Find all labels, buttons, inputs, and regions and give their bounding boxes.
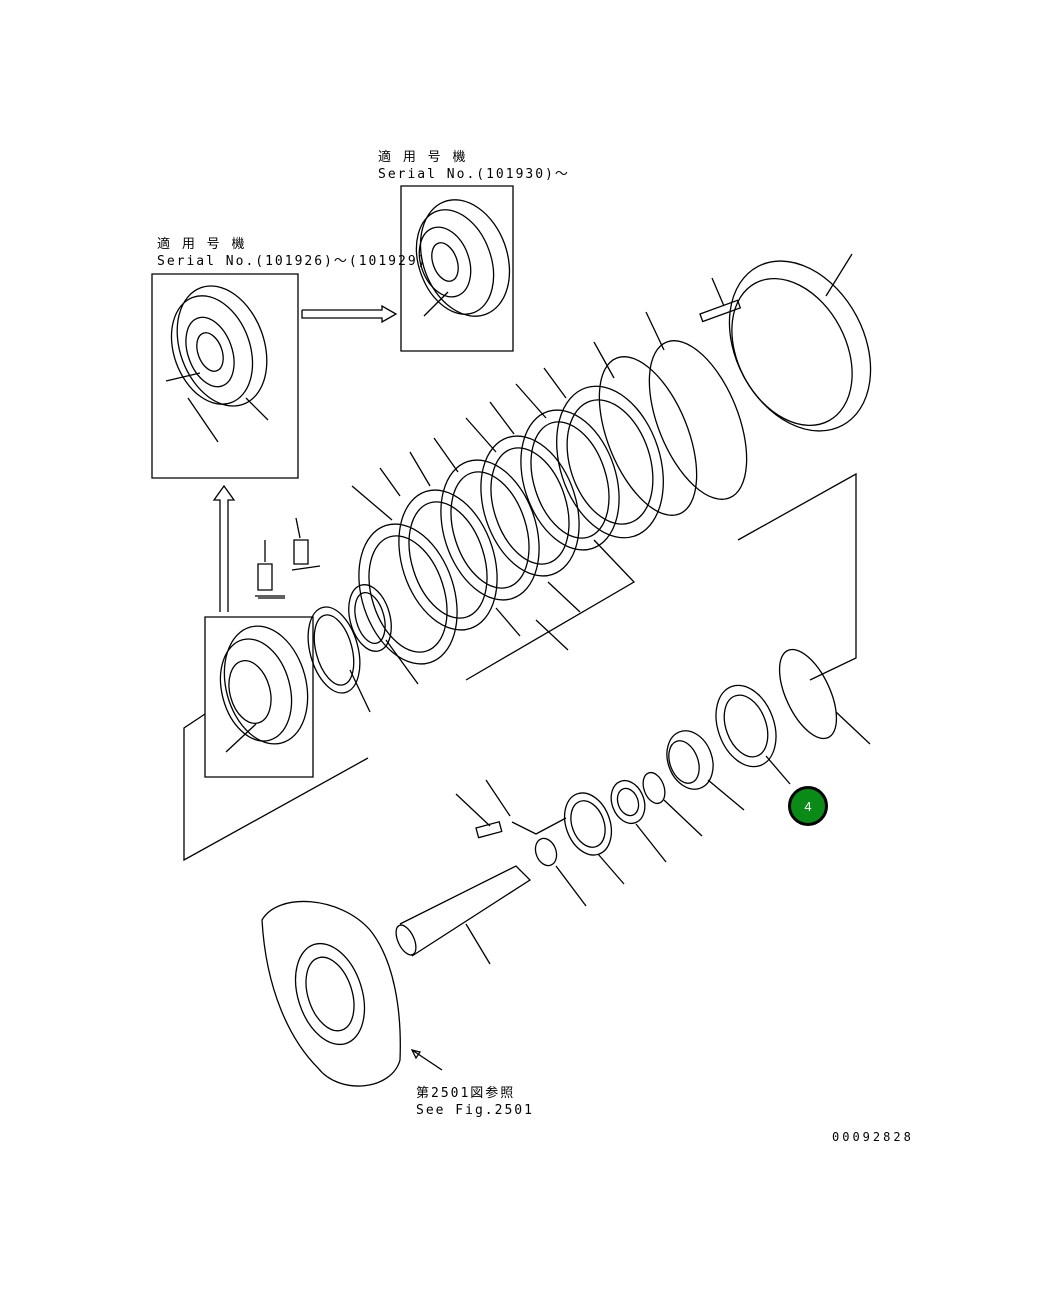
arrow-right (302, 306, 396, 322)
pins (255, 518, 320, 598)
gear-box-main (184, 617, 368, 860)
bearing-parts (456, 677, 790, 906)
callout-left-line1: 適 用 号 機 (157, 237, 247, 252)
drawing-number: 00092828 (832, 1130, 914, 1144)
callout-left-line2: Serial No.(101926)～(101929) (157, 254, 428, 269)
callout-right-line1: 適 用 号 機 (378, 150, 468, 165)
gear-box-serial-101926 (152, 273, 298, 478)
clutch-disc-stack (342, 368, 682, 680)
leader-bracket (738, 474, 870, 747)
transmission-case (262, 901, 442, 1086)
reference-line2: See Fig.2501 (416, 1103, 534, 1118)
shaft (392, 866, 530, 964)
housing (700, 236, 899, 455)
snap-rings-upper (579, 312, 766, 529)
part-hotspot-4[interactable]: 4 (788, 786, 828, 826)
reference-line1: 第2501図参照 (416, 1086, 516, 1101)
gear-box-serial-101930 (401, 186, 525, 351)
callout-right-line2: Serial No.(101930)～ (378, 167, 570, 182)
arrow-up (214, 486, 234, 612)
seal-rings-left (299, 580, 418, 712)
